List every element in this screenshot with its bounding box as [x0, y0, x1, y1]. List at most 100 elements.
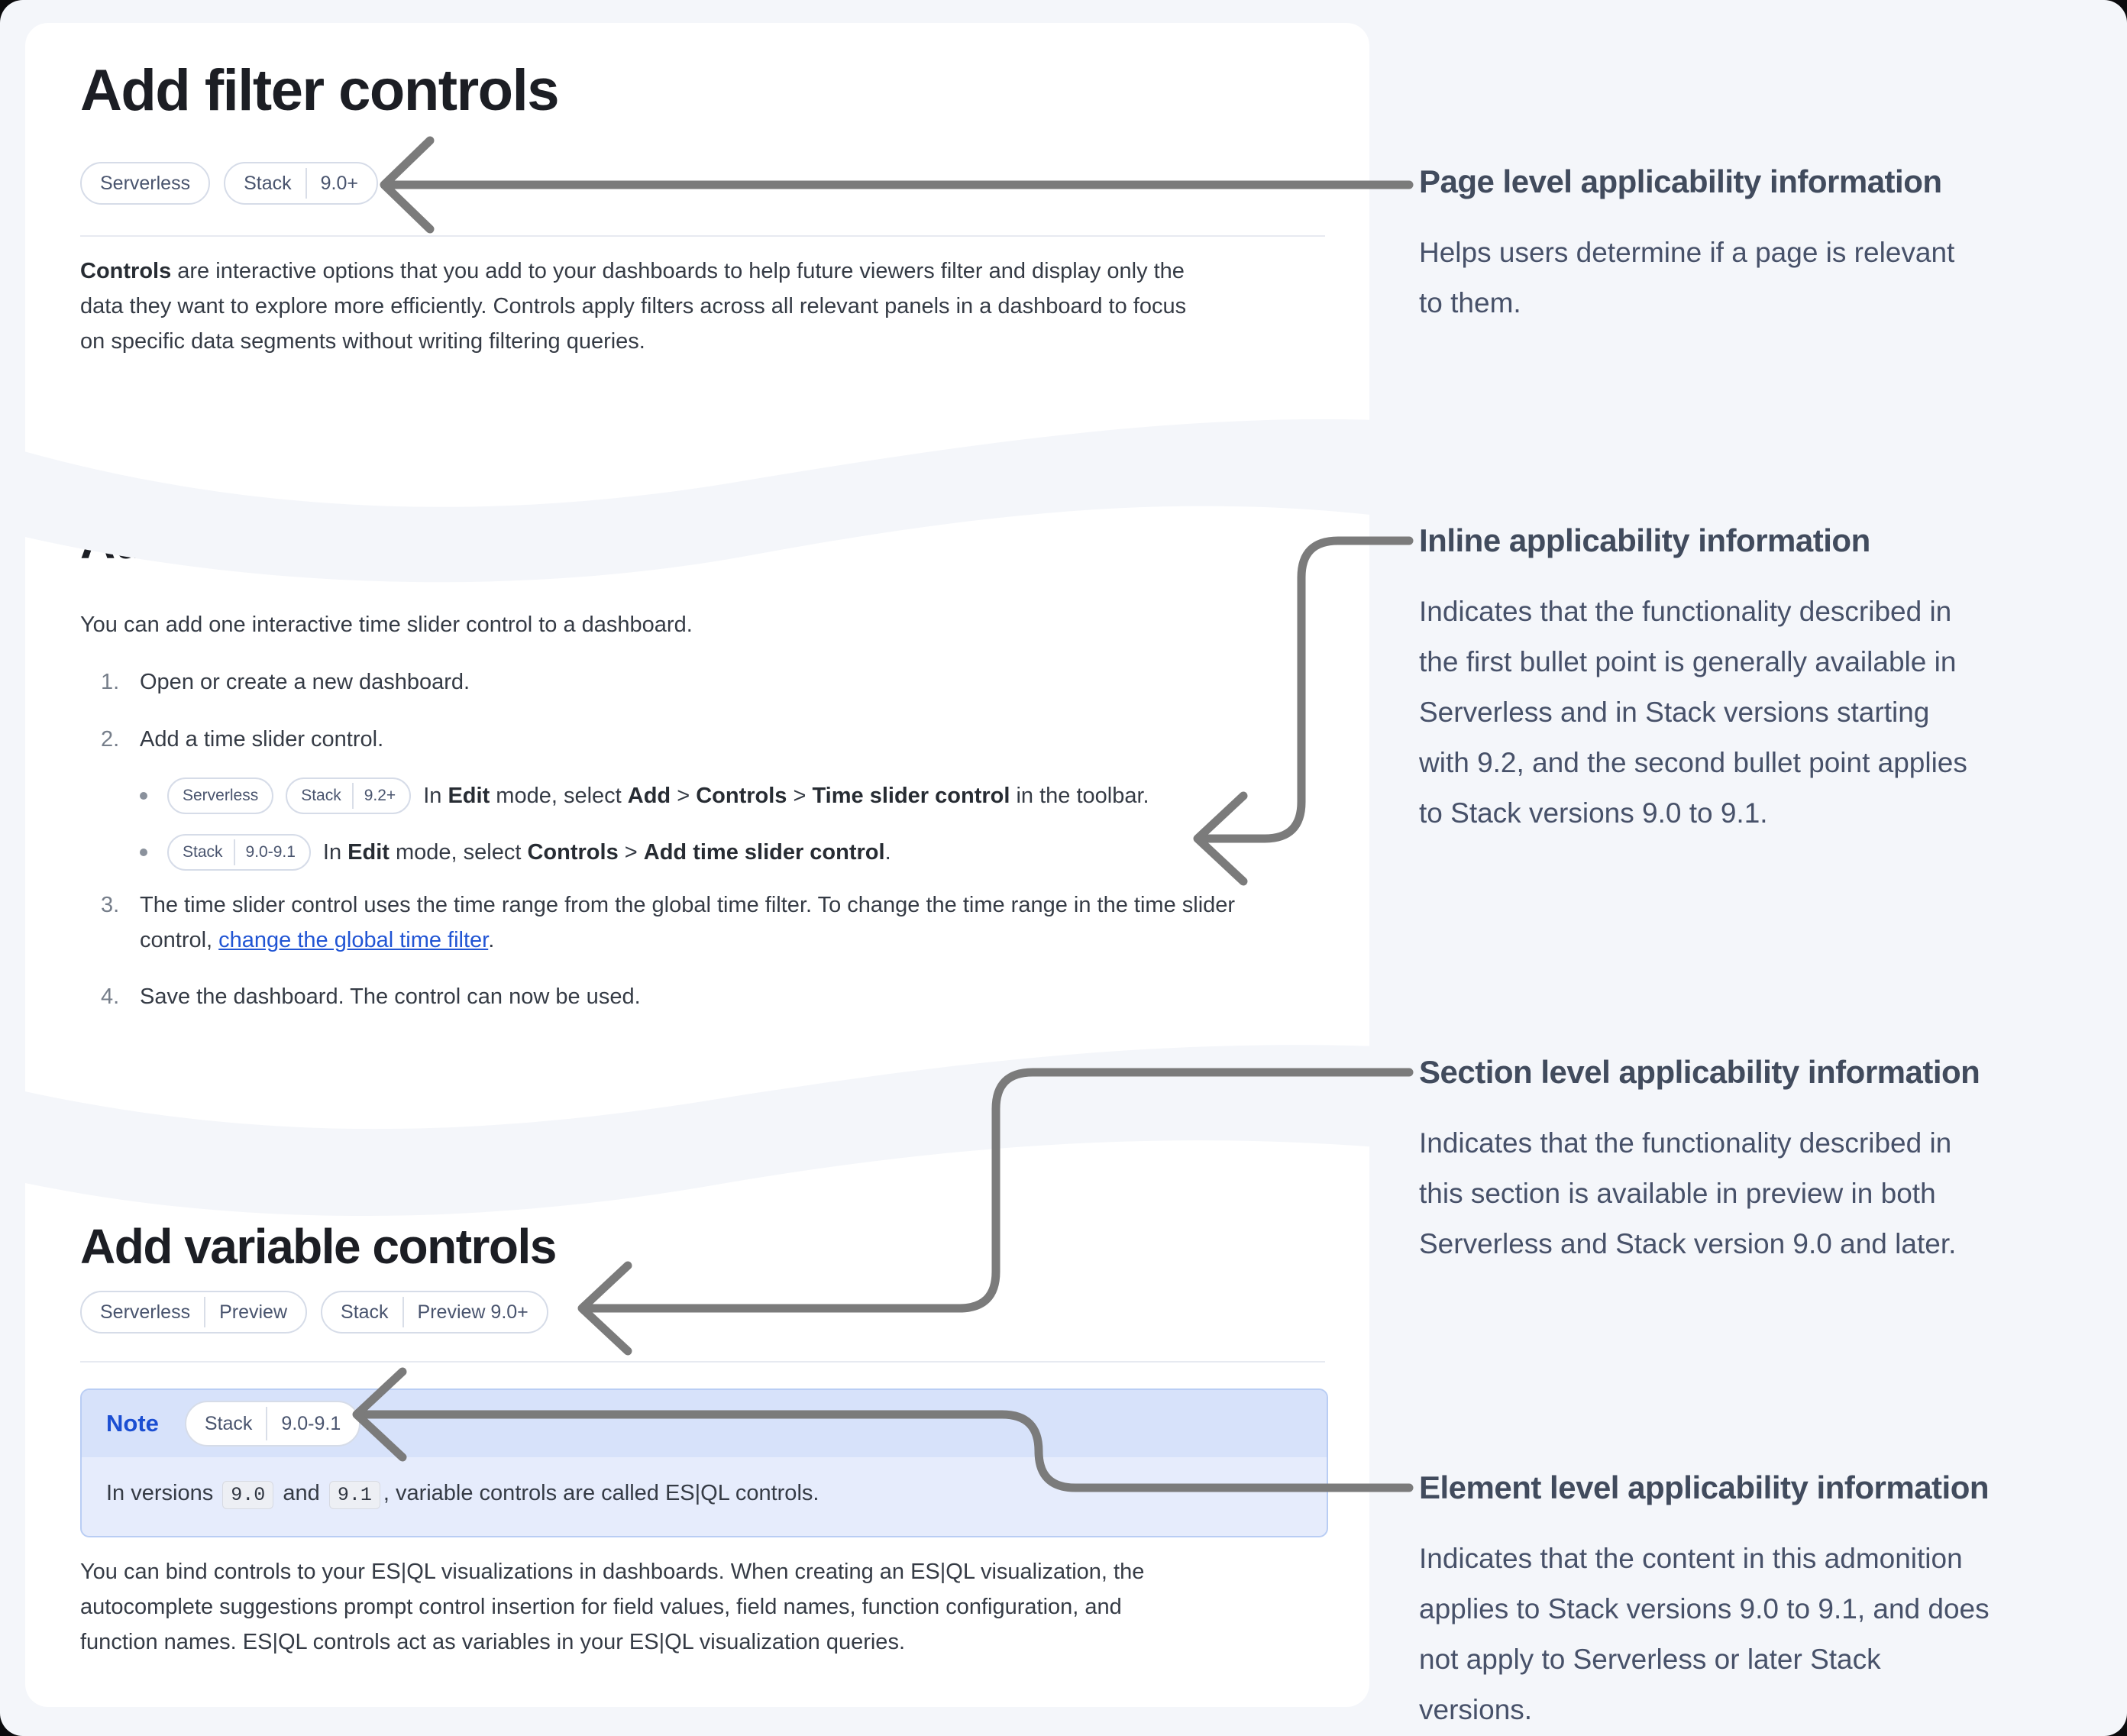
annotation-text-line: Serverless and in Stack versions startin… — [1419, 697, 1930, 728]
annotation-text-line: versions. — [1419, 1694, 1533, 1725]
text-line: function names. ES|QL controls act as va… — [80, 1624, 1144, 1660]
bold-text: Add time slider control — [643, 839, 885, 865]
list-step: 3. The time slider control uses the time … — [101, 887, 1235, 958]
badge-divider — [233, 839, 235, 865]
applicability-badge: Serverless — [80, 162, 211, 205]
text-run: . — [488, 928, 495, 952]
bold-text: Add — [627, 783, 671, 808]
text-run: The time slider control uses the time ra… — [140, 893, 1236, 917]
section-title-variable-controls: Add variable controls — [80, 1219, 557, 1274]
annotation-title: Element level applicability information — [1419, 1469, 1990, 1505]
text-line: Open or create a new dashboard. — [140, 664, 470, 700]
annotation-text-line: Serverless and Stack version 9.0 and lat… — [1419, 1228, 1957, 1259]
badge-part: Preview 9.0+ — [417, 1301, 529, 1323]
page-title: Add filter controls — [80, 58, 559, 123]
bold-text: Time slider control — [812, 783, 1010, 808]
bold-text: Controls — [80, 259, 172, 283]
text-run: function names. ES|QL controls act as va… — [80, 1630, 905, 1654]
body-paragraph: You can bind controls to your ES|QL visu… — [80, 1554, 1144, 1660]
annotation-text-line: applies to Stack versions 9.0 to 9.1, an… — [1419, 1593, 1990, 1624]
badge-part: Stack — [341, 1301, 389, 1323]
text-run: Add a time slider control. — [140, 727, 384, 752]
text-line: The time slider control uses the time ra… — [140, 887, 1235, 923]
annotation-title: Page level applicability information — [1419, 163, 1942, 199]
bullet-dot — [140, 792, 147, 800]
annotation-text-line: Indicates that the functionality describ… — [1419, 596, 1952, 627]
bold-text: Edit — [448, 783, 490, 808]
text-run: are interactive options that you add to … — [171, 259, 1185, 283]
text-run: on specific data segments without writin… — [80, 329, 645, 354]
annotation-title: Section level applicability information — [1419, 1054, 1980, 1090]
text-run: > — [787, 783, 813, 808]
inline-code: 9.1 — [328, 1481, 380, 1509]
applicability-badge: Stack Preview 9.0+ — [321, 1291, 548, 1334]
step-text: Save the dashboard. The control can now … — [140, 979, 641, 1014]
annotation-text-line: to them. — [1419, 287, 1521, 318]
annotation-text-line: the first bullet point is generally avai… — [1419, 646, 1957, 677]
text-line: Controls are interactive options that yo… — [80, 254, 1186, 289]
text-run: In — [322, 839, 348, 865]
annotation-text-line: with 9.2, and the second bullet point ap… — [1419, 747, 1967, 778]
bullet-dot — [140, 849, 147, 856]
text-run: > — [671, 783, 697, 808]
badge-divider — [305, 168, 307, 199]
note-label: Note — [106, 1410, 159, 1437]
text-run: . — [884, 839, 891, 865]
badge-part: Stack — [244, 172, 292, 194]
step-number: 2. — [101, 727, 120, 752]
note-body: In versions 9.0 and 9.1, variable contro… — [82, 1457, 1327, 1536]
step-text: The time slider control uses the time ra… — [140, 887, 1235, 958]
list-step: 4.Save the dashboard. The control can no… — [101, 979, 641, 1014]
text-run: mode, select — [389, 839, 528, 865]
annotation-text-line: to Stack versions 9.0 to 9.1. — [1419, 797, 1768, 829]
text-line: Add a time slider control. — [140, 722, 383, 757]
text-line: Save the dashboard. The control can now … — [140, 979, 641, 1014]
text-run: and — [276, 1481, 326, 1505]
badge-part: Serverless — [183, 787, 259, 804]
text-run: in the toolbar. — [1010, 783, 1149, 808]
annotation-title: Inline applicability information — [1419, 522, 1870, 558]
badge-part: 9.0-9.1 — [245, 843, 296, 861]
section-title-time-slider: Add time slider controls — [80, 514, 613, 569]
section-intro: You can add one interactive time slider … — [80, 613, 693, 637]
text-line: data they want to explore more efficient… — [80, 289, 1186, 324]
text-run: You can bind controls to your ES|QL visu… — [80, 1560, 1145, 1584]
badge-part: Stack — [183, 843, 223, 861]
text-line: control, change the global time filter. — [140, 923, 1235, 958]
step-number: 3. — [101, 893, 120, 917]
badge-part: Preview — [219, 1301, 288, 1323]
page-applicability-badges: Serverless Stack 9.0+ — [80, 162, 378, 205]
text-line: You can bind controls to your ES|QL visu… — [80, 1554, 1144, 1589]
inline-code: 9.0 — [222, 1481, 274, 1509]
text-run: > — [618, 839, 644, 865]
badge-part: 9.0-9.1 — [281, 1412, 341, 1434]
text-run: data they want to explore more efficient… — [80, 294, 1187, 318]
badge-part: 9.0+ — [320, 172, 358, 194]
annotation-text-line: this section is available in preview in … — [1419, 1178, 1936, 1209]
note-text: In versions 9.0 and 9.1, variable contro… — [106, 1481, 819, 1509]
bullet-text: In Edit mode, select Add > Controls > Ti… — [423, 784, 1149, 809]
text-run: Save the dashboard. The control can now … — [140, 984, 641, 1009]
list-step: 1.Open or create a new dashboard. — [101, 664, 470, 700]
applicability-badge: Serverless — [167, 777, 274, 814]
badge-divider — [204, 1297, 206, 1327]
inline-link[interactable]: change the global time filter — [218, 928, 489, 952]
annotation-text-line: Indicates that the content in this admon… — [1419, 1543, 1963, 1574]
badge-divider — [266, 1407, 268, 1440]
annotation-text-line: Helps users determine if a page is relev… — [1419, 237, 1955, 268]
badge-part: 9.2+ — [364, 787, 396, 804]
text-run: control, — [140, 928, 219, 952]
annotation-text-line: not apply to Serverless or later Stack — [1419, 1644, 1881, 1675]
